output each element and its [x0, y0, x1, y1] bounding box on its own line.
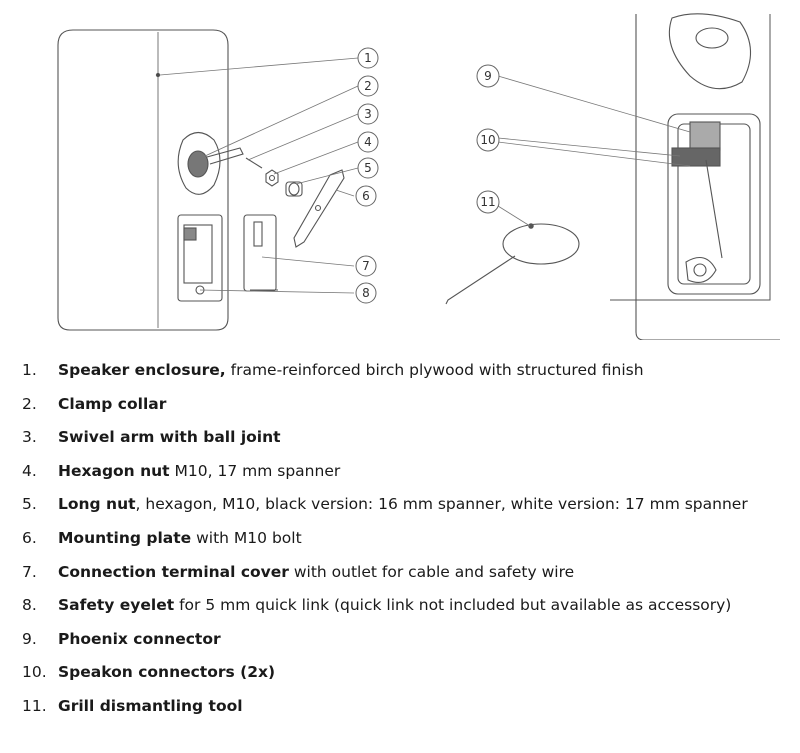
leader-lines — [159, 57, 691, 294]
legend-number: 4. — [22, 461, 37, 480]
legend-term: Clamp collar — [58, 394, 167, 413]
legend-term: Speakon connectors (2x) — [58, 663, 276, 682]
legend-number: 7. — [22, 562, 37, 581]
legend-number: 10. — [22, 663, 47, 682]
legend-item: 3. Swivel arm with ball joint — [22, 425, 748, 459]
legend-item: 11. Grill dismantling tool — [22, 694, 748, 728]
clamp-collar-drawing — [177, 131, 221, 195]
svg-text:4: 4 — [364, 135, 372, 149]
legend-number: 11. — [22, 696, 47, 715]
svg-text:8: 8 — [362, 286, 370, 300]
long-nut-drawing — [285, 181, 303, 197]
hexagon-nut-drawing — [265, 169, 279, 187]
legend-description: with outlet for cable and safety wire — [288, 562, 575, 581]
svg-text:7: 7 — [362, 259, 370, 273]
legend-number: 6. — [22, 528, 37, 547]
legend-item: 6. Mounting plate with M10 bolt — [22, 526, 748, 560]
legend-item: 10. Speakon connectors (2x) — [22, 660, 748, 694]
legend-number: 8. — [22, 596, 37, 615]
legend-description: M10, 17 mm spanner — [169, 461, 341, 480]
callout-2: 2 — [357, 75, 379, 97]
legend-number: 2. — [22, 394, 37, 413]
legend-term: Connection terminal cover — [58, 562, 289, 581]
legend-item: 2. Clamp collar — [22, 392, 748, 426]
legend-item: 9. Phoenix connector — [22, 627, 748, 661]
legend-item: 8. Safety eyelet for 5 mm quick link (qui… — [22, 593, 748, 627]
legend-item: 4. Hexagon nut M10, 17 mm spanner — [22, 459, 748, 493]
legend-term: Long nut — [58, 495, 136, 514]
legend-term: Swivel arm with ball joint — [58, 428, 281, 447]
legend-term: Phoenix connector — [58, 629, 221, 648]
callout-7: 7 — [355, 255, 377, 277]
svg-text:5: 5 — [364, 161, 372, 175]
legend-number: 5. — [22, 495, 37, 514]
mounting-plate-drawing — [293, 169, 345, 248]
grill-tool-drawing — [445, 223, 580, 305]
callout-10: 10 — [476, 128, 500, 152]
svg-text:2: 2 — [364, 79, 372, 93]
legend-term: Hexagon nut — [58, 461, 170, 480]
svg-text:1: 1 — [364, 51, 372, 65]
legend-item: 1. Speaker enclosure, frame-reinforced bi… — [22, 358, 748, 392]
legend-description: , hexagon, M10, black version: 16 mm spa… — [135, 495, 748, 514]
svg-text:6: 6 — [362, 189, 370, 203]
callout-3: 3 — [357, 103, 379, 125]
callout-1: 1 — [357, 47, 379, 69]
speaker-enclosure-drawing — [57, 29, 229, 331]
svg-text:11: 11 — [480, 195, 495, 209]
legend-description: with M10 bolt — [191, 528, 302, 547]
connector-panel-drawing — [610, 13, 780, 340]
callout-6: 6 — [355, 185, 377, 207]
callout-4: 4 — [357, 131, 379, 153]
callout-11: 11 — [476, 190, 500, 214]
speaker-mounting-diagram: 1 2 3 4 5 6 7 8 9 10 11 — [57, 13, 780, 340]
callout-9: 9 — [476, 64, 500, 88]
legend-item: 5. Long nut, hexagon, M10, black version:… — [22, 492, 748, 526]
legend-term: Speaker enclosure, — [58, 361, 226, 379]
svg-text:3: 3 — [364, 107, 372, 121]
legend-number: 1. — [22, 361, 37, 379]
callout-8: 8 — [355, 282, 377, 304]
legend-description: for 5 mm quick link (quick link not incl… — [174, 596, 732, 615]
callout-5: 5 — [357, 157, 379, 179]
legend-term: Grill dismantling tool — [58, 696, 243, 715]
legend-number: 3. — [22, 428, 37, 447]
terminal-cover-drawing — [243, 214, 278, 292]
parts-legend: 1. Speaker enclosure, frame-reinforced bi… — [22, 358, 748, 728]
terminal-recess-drawing — [177, 214, 223, 302]
legend-term: Mounting plate — [58, 528, 192, 547]
legend-term: Safety eyelet — [58, 596, 175, 615]
legend-item: 7. Connection terminal cover with outlet … — [22, 560, 748, 594]
svg-text:10: 10 — [480, 133, 495, 147]
legend-number: 9. — [22, 629, 37, 648]
legend-description: frame-reinforced birch plywood with stru… — [225, 361, 644, 379]
svg-text:9: 9 — [484, 69, 492, 83]
